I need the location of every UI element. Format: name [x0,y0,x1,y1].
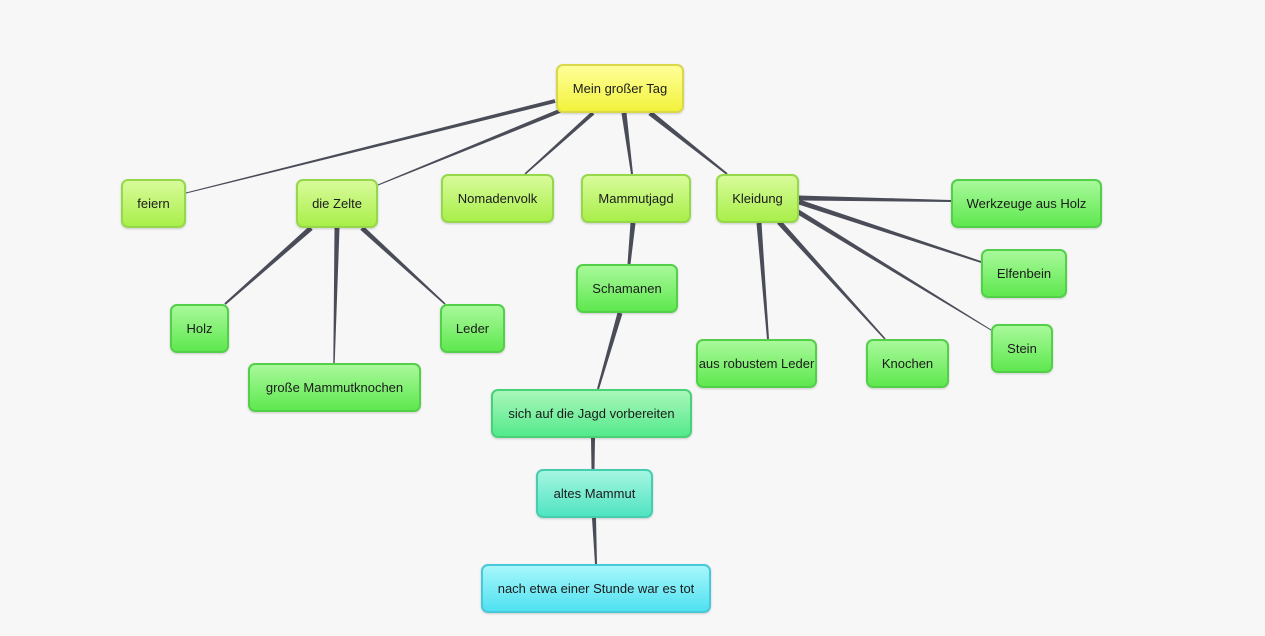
node-schamanen[interactable]: Schamanen [576,264,678,313]
node-elfenbein[interactable]: Elfenbein [981,249,1067,298]
edge-zelte-mammutknochen [333,227,340,363]
edge-kleidung-knochen [777,220,886,340]
node-mammutjagd[interactable]: Mammutjagd [581,174,691,223]
node-label: sich auf die Jagd vorbereiten [508,406,675,421]
node-root[interactable]: Mein großer Tag [556,64,684,113]
node-label: Schamanen [592,281,662,296]
node-label: nach etwa einer Stunde war es tot [497,581,695,596]
node-tot[interactable]: nach etwa einer Stunde war es tot [481,564,711,613]
node-label: Nomadenvolk [457,191,538,206]
node-leder_robust[interactable]: aus robustem Leder [696,339,817,388]
node-kleidung[interactable]: Kleidung [716,174,799,223]
edge-zelte-holz [224,226,313,305]
edge-root-nomaden [524,111,595,175]
node-label: feiern [137,196,170,211]
node-holz[interactable]: Holz [170,304,229,353]
edge-kleidung-werkzeuge [799,195,951,202]
node-label: altes Mammut [553,486,636,501]
node-label: Werkzeuge aus Holz [966,196,1087,211]
edge-altes-tot [592,517,597,564]
node-leder[interactable]: Leder [440,304,505,353]
node-feiern[interactable]: feiern [121,179,186,228]
node-label: große Mammutknochen [265,380,404,395]
node-label: aus robustem Leder [698,356,815,371]
node-knochen[interactable]: Knochen [866,339,949,388]
edge-kleidung-leder_robust [756,222,769,340]
node-jagd[interactable]: sich auf die Jagd vorbereiten [491,389,692,438]
node-label: Kleidung [732,191,783,206]
node-label: Stein [1007,341,1037,356]
node-label: Mein großer Tag [572,81,668,96]
edge-zelte-leder [360,226,446,305]
node-label: Knochen [881,356,934,371]
edge-jagd-altes [591,438,595,469]
edge-mammutjagd-schamanen [627,222,636,265]
node-mammutknochen[interactable]: große Mammutknochen [248,363,421,412]
node-altes[interactable]: altes Mammut [536,469,653,518]
node-werkzeuge[interactable]: Werkzeuge aus Holz [951,179,1102,228]
edge-root-mammutjagd [621,112,633,175]
node-label: die Zelte [312,196,362,211]
node-label: Leder [455,321,490,336]
node-nomaden[interactable]: Nomadenvolk [441,174,554,223]
node-zelte[interactable]: die Zelte [296,179,378,228]
edge-root-kleidung [648,111,728,175]
node-label: Elfenbein [996,266,1052,281]
edge-schamanen-jagd [597,312,623,390]
node-label: Mammutjagd [598,191,674,206]
node-stein[interactable]: Stein [991,324,1053,373]
node-label: Holz [186,321,213,336]
